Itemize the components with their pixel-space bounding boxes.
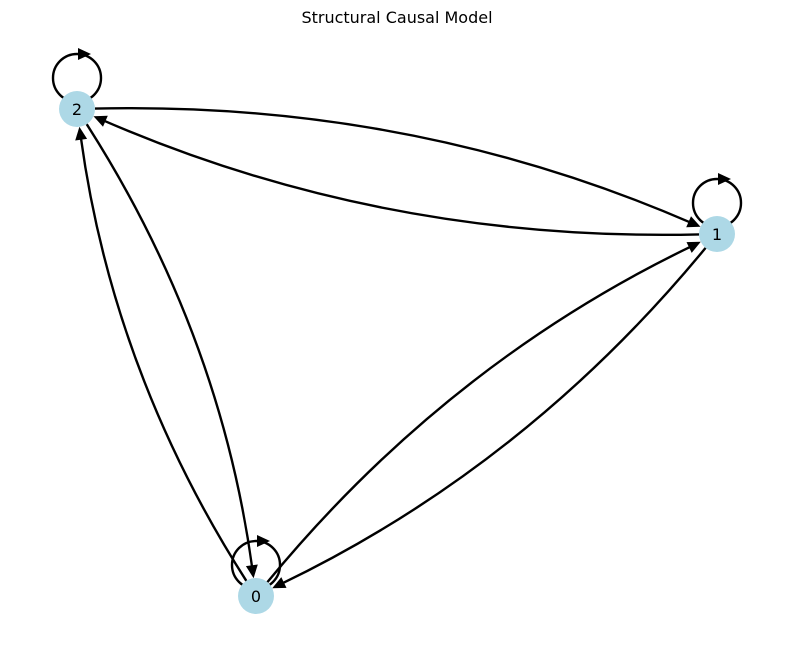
node-label-0: 0 <box>251 587 261 606</box>
arrowhead-2-to-2 <box>78 48 91 60</box>
edge-1-to-0 <box>272 247 707 589</box>
arrowhead-0-to-2 <box>75 126 88 141</box>
node-circle-1 <box>699 216 735 252</box>
edge-line-2-to-1 <box>94 107 692 224</box>
arrowhead-0-to-1 <box>686 241 701 253</box>
arrowhead-1-to-0 <box>272 577 287 589</box>
edge-line-1-to-2 <box>102 119 700 236</box>
edge-line-0-to-1 <box>266 245 692 583</box>
node-0: 0 <box>238 578 274 614</box>
arrowhead-2-to-0 <box>245 564 258 579</box>
edge-line-0-to-2 <box>79 136 248 582</box>
node-label-2: 2 <box>72 100 82 119</box>
node-circle-0 <box>238 578 274 614</box>
arrowhead-2-to-1 <box>686 216 701 228</box>
diagram-title: Structural Causal Model <box>301 8 492 27</box>
nodes-layer: 0 1 2 <box>59 91 735 614</box>
edge-2-to-1 <box>94 107 701 228</box>
arrowhead-1-to-2 <box>93 115 108 127</box>
node-circle-2 <box>59 91 95 127</box>
edge-0-to-1 <box>266 241 701 583</box>
edge-0-to-2 <box>75 126 248 582</box>
edge-line-2-to-0 <box>85 123 254 569</box>
node-2: 2 <box>59 91 95 127</box>
edge-line-1-to-0 <box>281 247 707 585</box>
arrowhead-1-to-1 <box>718 173 731 185</box>
node-1: 1 <box>699 216 735 252</box>
node-label-1: 1 <box>712 225 722 244</box>
edge-1-to-2 <box>93 115 700 236</box>
edges-layer <box>51 48 743 591</box>
edge-2-to-0 <box>85 123 258 579</box>
arrowhead-0-to-0 <box>257 535 270 547</box>
